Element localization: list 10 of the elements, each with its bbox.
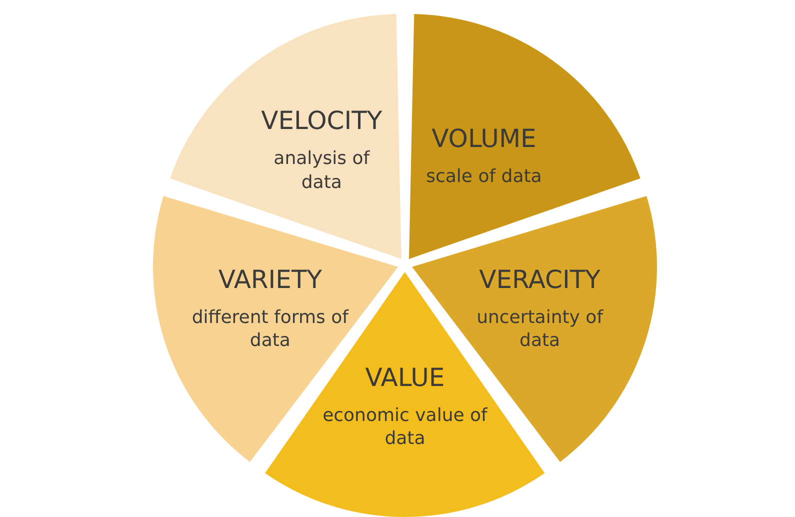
segment-description: economic value of data [322, 404, 489, 451]
segment-title: VARIETY [218, 264, 322, 294]
segment-description: scale of data [425, 165, 543, 188]
segment-description: analysis of data [272, 147, 371, 194]
segment-title: VERACITY [479, 264, 600, 294]
segment-title: VALUE [365, 362, 445, 392]
segment-title: VELOCITY [261, 106, 382, 136]
segment-description: uncertainty of data [476, 306, 604, 353]
segment-title: VOLUME [432, 124, 536, 154]
segment-description: different forms of data [190, 306, 350, 353]
